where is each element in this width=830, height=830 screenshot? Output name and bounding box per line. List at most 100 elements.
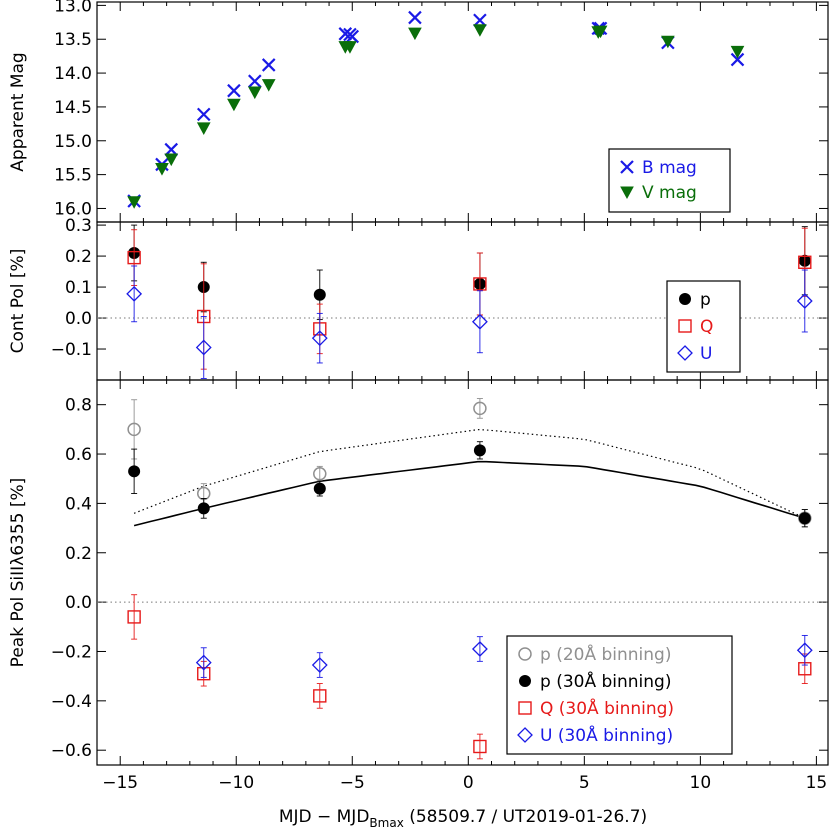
data-point <box>473 739 487 754</box>
data-point <box>343 41 357 54</box>
legend-box <box>608 148 731 213</box>
data-point <box>164 153 179 167</box>
data-point <box>126 285 143 302</box>
series-1 <box>128 441 811 528</box>
y-tick-label: 0.0 <box>65 309 92 329</box>
x-tick-label: 10 <box>690 773 712 793</box>
fit-curve-solid <box>133 460 806 527</box>
data-point <box>473 277 487 291</box>
series-1 <box>127 24 745 209</box>
data-point <box>408 10 422 25</box>
legend-marker <box>519 675 531 687</box>
data-point <box>127 196 141 209</box>
legend-label: V mag <box>642 183 697 203</box>
data-point <box>261 58 276 72</box>
legend-marker <box>517 727 533 743</box>
data-point <box>313 467 327 481</box>
x-tick-label: 0 <box>463 773 474 793</box>
x-axis-label: MJD − MJDBmax (58509.7 / UT2019-01-26.7) <box>279 807 647 830</box>
legend-label: p (20Å binning) <box>540 643 671 665</box>
x-tick-label: 15 <box>806 773 828 793</box>
y-tick-label: 0.2 <box>65 544 92 564</box>
y-tick-label: −0.2 <box>51 642 92 662</box>
data-point <box>196 122 211 135</box>
y-tick-label: 0.2 <box>65 247 92 267</box>
x-tick-label: −5 <box>340 773 365 793</box>
data-point <box>313 689 327 703</box>
data-point <box>195 339 212 356</box>
x-axis-label-suffix: (58509.7 / UT2019-01-26.7) <box>404 807 647 827</box>
series-3 <box>195 634 813 678</box>
data-point <box>248 74 262 88</box>
legend-marker <box>678 319 692 333</box>
data-point <box>798 255 812 269</box>
data-point <box>593 25 608 39</box>
legend-marker <box>620 186 634 200</box>
x-tick-label: 5 <box>579 773 590 793</box>
x-tick-label: −10 <box>218 773 254 793</box>
y-tick-label: 0.3 <box>65 216 92 236</box>
data-point <box>730 45 745 59</box>
legend-label: U (30Å binning) <box>540 724 673 746</box>
series-2 <box>126 265 813 379</box>
legend-label: U <box>700 344 712 364</box>
legend-marker <box>620 160 634 174</box>
legend-label: B mag <box>642 158 697 178</box>
data-point <box>197 502 210 515</box>
y-tick-label: 0.8 <box>65 396 92 416</box>
data-point <box>796 642 813 659</box>
legend-label: p <box>700 290 711 310</box>
y-tick-label: 0.6 <box>65 445 92 465</box>
legend-label: p (30Å binning) <box>540 670 671 692</box>
y-tick-label: −0.1 <box>51 340 92 360</box>
data-point <box>128 465 141 478</box>
legend-box <box>506 635 733 755</box>
data-point <box>196 107 211 122</box>
x-tick-label: −15 <box>102 773 138 793</box>
data-point <box>730 52 745 67</box>
data-point <box>798 512 811 525</box>
legend-marker <box>677 345 693 361</box>
panel-frame <box>96 379 829 766</box>
legend-marker <box>679 293 691 305</box>
x-axis-label-subscript: Bmax <box>369 816 403 830</box>
y-axis-label: Cont Pol [%] <box>8 249 28 354</box>
y-tick-label: 15.0 <box>54 132 92 152</box>
data-point <box>127 610 141 624</box>
y-tick-label: 13.5 <box>54 30 92 50</box>
data-point <box>195 654 212 671</box>
data-point <box>471 313 488 330</box>
y-tick-label: −0.4 <box>51 692 92 712</box>
legend-label: Q <box>700 317 713 337</box>
data-point <box>338 27 353 41</box>
data-point <box>311 330 328 347</box>
data-point <box>313 288 326 301</box>
y-axis-label: Apparent Mag <box>8 52 28 171</box>
x-axis: MJD − MJDBmax (58509.7 / UT2019-01-26.7)… <box>102 773 827 830</box>
legend-label: Q (30Å binning) <box>540 697 674 719</box>
data-point <box>408 27 422 41</box>
data-point <box>313 482 326 495</box>
y-tick-label: 16.0 <box>54 199 92 219</box>
y-tick-label: 0.4 <box>65 494 92 514</box>
legend: p (20Å binning) p (30Å binning) Q (30Å bin… <box>506 635 733 755</box>
legend-marker <box>518 701 532 715</box>
data-point <box>127 422 141 437</box>
data-point <box>796 293 813 309</box>
legend-marker <box>518 647 532 661</box>
legend: pQU <box>666 280 741 373</box>
y-axis-label: Peak Pol SiIIλ6355 [%] <box>8 478 28 668</box>
data-point <box>473 444 486 457</box>
y-tick-label: 14.5 <box>54 98 92 118</box>
y-tick-label: 0.1 <box>65 278 92 298</box>
data-point <box>471 641 488 657</box>
data-point <box>473 24 487 37</box>
data-point <box>227 83 241 98</box>
y-tick-label: −0.6 <box>51 741 92 761</box>
data-point <box>661 35 675 49</box>
y-tick-label: 0.0 <box>65 593 92 613</box>
